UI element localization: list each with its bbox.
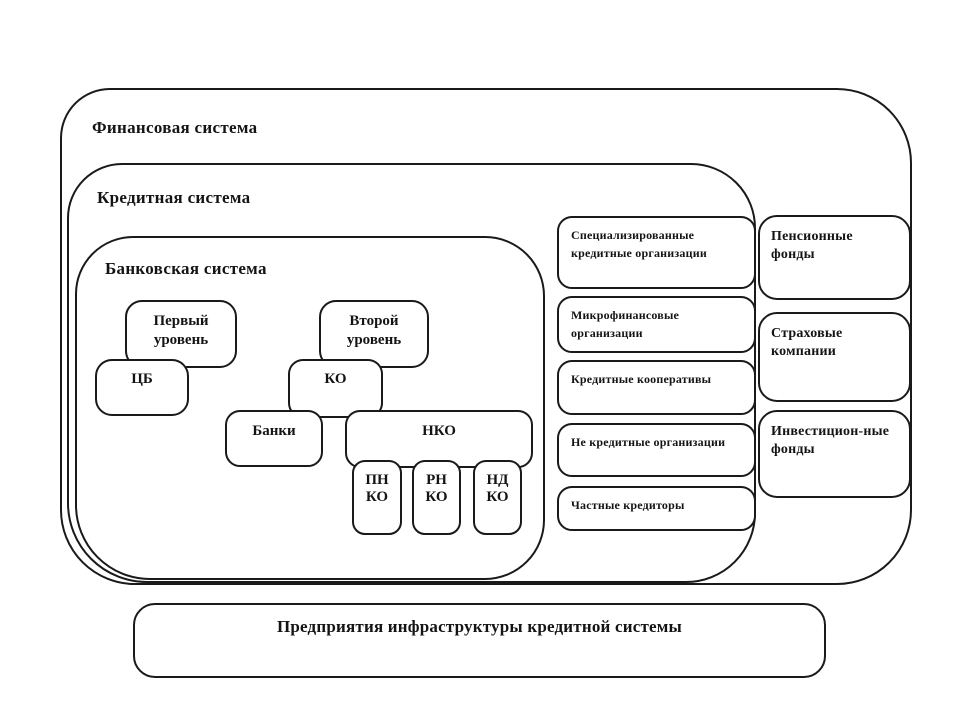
- non-credit-orgs-box: Не кредитные организации: [557, 423, 756, 477]
- investment-funds-box: Инвестицион-ные фонды: [758, 410, 911, 498]
- banking-system-title: Банковская система: [105, 259, 267, 278]
- specialized-credit-orgs-label: Специализированные кредитные организации: [571, 228, 707, 260]
- central-bank-label: ЦБ: [131, 371, 153, 387]
- insurance-companies-label: Страховые компании: [771, 326, 843, 360]
- pn-ko-box: ПН КО: [352, 460, 402, 535]
- nko-label: НКО: [422, 423, 456, 439]
- infrastructure-box: Предприятия инфраструктуры кредитной сис…: [133, 603, 826, 678]
- specialized-credit-orgs-box: Специализированные кредитные организации: [557, 216, 756, 289]
- private-creditors-box: Частные кредиторы: [557, 486, 756, 531]
- rn-ko-box: РН КО: [412, 460, 461, 535]
- pn-ko-label: ПН КО: [365, 472, 389, 506]
- pension-funds-label: Пенсионные фонды: [771, 229, 853, 263]
- credit-org-box: КО: [288, 359, 383, 418]
- nd-ko-box: НД КО: [473, 460, 522, 535]
- investment-funds-label: Инвестицион-ные фонды: [771, 424, 890, 458]
- central-bank-box: ЦБ: [95, 359, 189, 416]
- credit-org-label: КО: [324, 371, 347, 387]
- credit-cooperatives-label: Кредитные кооперативы: [571, 372, 712, 386]
- second-level-label: Второй уровень: [346, 313, 402, 348]
- non-credit-orgs-label: Не кредитные организации: [571, 435, 726, 449]
- microfinance-orgs-label: Микрофинансовые организации: [571, 308, 680, 340]
- credit-cooperatives-box: Кредитные кооперативы: [557, 360, 756, 415]
- private-creditors-label: Частные кредиторы: [571, 498, 685, 512]
- first-level-box: Первый уровень: [125, 300, 237, 368]
- infrastructure-label: Предприятия инфраструктуры кредитной сис…: [276, 617, 683, 636]
- second-level-box: Второй уровень: [319, 300, 429, 368]
- first-level-label: Первый уровень: [153, 313, 209, 348]
- financial-system-title: Финансовая система: [92, 118, 258, 137]
- rn-ko-label: РН КО: [425, 472, 448, 506]
- banks-box: Банки: [225, 410, 323, 467]
- credit-system-title: Кредитная система: [97, 188, 251, 207]
- nd-ko-label: НД КО: [486, 472, 509, 506]
- banks-label: Банки: [252, 423, 296, 439]
- microfinance-orgs-box: Микрофинансовые организации: [557, 296, 756, 353]
- pension-funds-box: Пенсионные фонды: [758, 215, 911, 300]
- insurance-companies-box: Страховые компании: [758, 312, 911, 402]
